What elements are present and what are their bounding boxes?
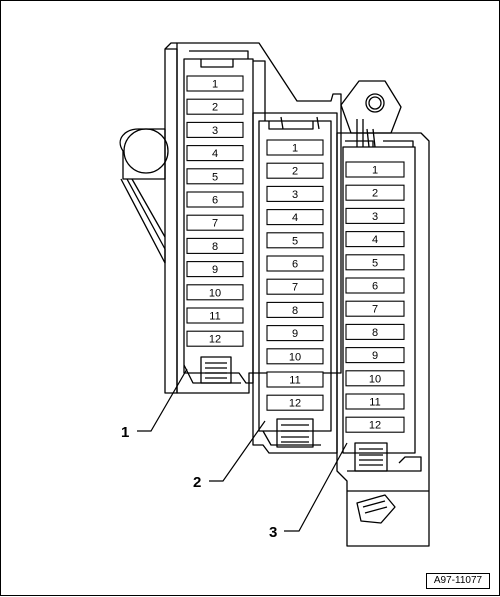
fuse-slot-number: 11 — [369, 397, 380, 409]
module-3-housing — [336, 80, 430, 547]
fuse-slot-number: 10 — [209, 287, 221, 299]
fuse-slot-box — [186, 191, 244, 208]
fuse-slot-box — [345, 207, 405, 224]
fuse-slot-box — [186, 121, 244, 138]
fuse-slot-box — [266, 301, 324, 318]
image-reference-code: A97-11077 — [426, 573, 490, 589]
fuse-slot-number: 9 — [212, 264, 218, 276]
fuse-slot-box — [345, 416, 405, 433]
fuse-slot-box — [266, 232, 324, 249]
fuse-slot-number: 3 — [212, 125, 218, 137]
fuse-slot-box — [186, 237, 244, 254]
fuse-slot-number: 5 — [372, 257, 378, 269]
fuse-slot-number: 7 — [212, 218, 218, 230]
fuse-slot-number: 7 — [372, 304, 378, 316]
fuse-slot-number: 5 — [292, 235, 298, 247]
fuse-slot-number: 3 — [292, 189, 298, 201]
fuse-slot-box — [266, 371, 324, 388]
fuse-slot-box — [186, 330, 244, 347]
fuse-slot-number: 1 — [372, 165, 378, 177]
fuse-slot-box — [345, 184, 405, 201]
fuse-slot-number: 2 — [372, 188, 378, 200]
callout-label-3: 3 — [269, 524, 277, 541]
fuse-slot-box — [345, 300, 405, 317]
fuse-slot-number: 12 — [369, 420, 381, 432]
fuse-slot-number: 1 — [212, 79, 218, 91]
fuse-slot-number: 9 — [292, 328, 298, 340]
fuse-slot-number: 2 — [212, 102, 218, 114]
fuse-slot-box — [266, 394, 324, 411]
fuse-slot-number: 5 — [212, 171, 218, 183]
fuse-slot-box — [345, 347, 405, 364]
fuse-slot-number: 12 — [209, 334, 221, 346]
fuse-slot-box — [345, 161, 405, 178]
fuse-slot-number: 4 — [292, 212, 298, 224]
leader-line-1 — [137, 368, 188, 432]
fuse-slot-box — [186, 168, 244, 185]
fuse-slot-number: 4 — [372, 234, 378, 246]
fuse-slot-box — [266, 348, 324, 365]
fuse-slot-number: 11 — [289, 375, 300, 387]
fuse-slot-number: 12 — [289, 398, 301, 410]
fuse-slot-box — [266, 139, 324, 156]
fuse-slot-box — [186, 98, 244, 115]
leader-line-3 — [284, 442, 348, 532]
fuse-slot-box — [345, 231, 405, 248]
fuse-slot-box — [345, 254, 405, 271]
fuse-slot-box — [186, 75, 244, 92]
fuse-slot-number: 6 — [372, 281, 378, 293]
fuse-slot-number: 1 — [292, 143, 298, 155]
leader-line-2 — [209, 420, 266, 482]
fuse-slot-number: 2 — [292, 166, 298, 178]
callout-label-2: 2 — [193, 474, 201, 491]
fuse-slot-box — [345, 277, 405, 294]
fuse-slot-box — [345, 370, 405, 387]
fuse-slot-number: 10 — [369, 373, 381, 385]
fuse-slot-box — [345, 323, 405, 340]
fuse-slot-number: 6 — [292, 259, 298, 271]
fuse-slot-number: 10 — [289, 351, 301, 363]
callouts: 1 2 3 — [121, 368, 348, 541]
module-2-housing — [252, 112, 338, 454]
fuse-slot-box — [186, 261, 244, 278]
fuse-slot-box — [266, 325, 324, 342]
fuse-slot-box — [266, 255, 324, 272]
callout-label-1: 1 — [121, 424, 129, 441]
fuse-slot-number: 3 — [372, 211, 378, 223]
fuse-slot-number: 7 — [292, 282, 298, 294]
fuse-slot-box — [186, 214, 244, 231]
fuse-slot-number: 9 — [372, 350, 378, 362]
fuse-slot-box — [266, 185, 324, 202]
fuse-slot-box — [266, 162, 324, 179]
fuse-slot-number: 8 — [372, 327, 378, 339]
fuse-slot-box — [186, 284, 244, 301]
fuse-slot-box — [186, 307, 244, 324]
fuse-slot-box — [266, 209, 324, 226]
module-1-housing — [119, 42, 342, 394]
fuse-slot-box — [345, 393, 405, 410]
fuse-slot-number: 11 — [209, 311, 220, 323]
fuse-slot-box — [266, 278, 324, 295]
fuse-slot-number: 8 — [292, 305, 298, 317]
fuse-slot-number: 6 — [212, 195, 218, 207]
fuse-slot-box — [186, 145, 244, 162]
fuse-slot-number: 4 — [212, 148, 218, 160]
fuse-slot-number: 8 — [212, 241, 218, 253]
